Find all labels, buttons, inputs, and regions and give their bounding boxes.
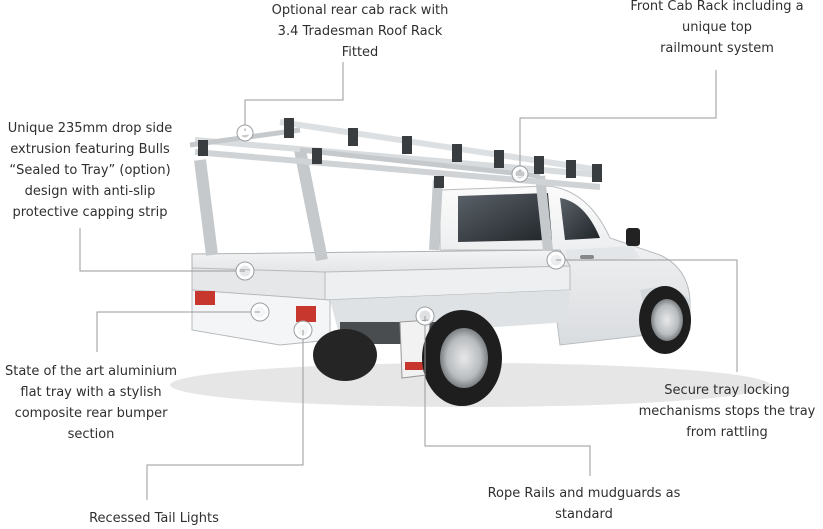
front-wheel	[639, 286, 691, 354]
callout-line: railmount system	[660, 41, 774, 56]
callout-drop-side: Unique 235mm drop side extrusion featuri…	[0, 118, 180, 223]
callout-line: 3.4 Tradesman Roof Rack	[277, 24, 443, 39]
marker-front-cab-rack	[512, 166, 528, 182]
callout-line: State of the art aluminium	[4, 364, 178, 379]
leader-lines	[79, 62, 738, 500]
callout-optional-rack: Optional rear cab rack with 3.4 Tradesma…	[252, 0, 468, 63]
callout-line: Unique 235mm drop side	[7, 121, 173, 136]
callout-front-cab-rack: Front Cab Rack including a unique top ra…	[612, 0, 822, 59]
callout-line: extrusion featuring Bulls	[10, 142, 170, 157]
callout-aluminium-tray: State of the art aluminium flat tray wit…	[0, 361, 182, 445]
marker-drop-side	[236, 262, 254, 280]
callout-line: Optional rear cab rack with	[271, 3, 449, 18]
callout-rope-rails: Rope Rails and mudguards as standard	[470, 483, 698, 525]
marker-optional-rack	[237, 125, 253, 141]
marker-aluminium-tray	[251, 303, 269, 321]
leader-rope-rails	[424, 316, 591, 476]
marker-rope-rails	[416, 307, 434, 325]
callout-line: design with anti-slip	[24, 184, 156, 199]
marker-tail-lights	[294, 321, 312, 339]
roof-rack	[189, 119, 601, 262]
callout-line: Front Cab Rack including a	[630, 0, 804, 14]
leader-optional-rack	[244, 62, 344, 131]
leader-tray-locking	[556, 259, 738, 372]
callout-line: Secure tray locking	[664, 383, 790, 398]
callout-line: composite rear bumper	[14, 406, 168, 421]
callout-tail-lights: Recessed Tail Lights	[70, 508, 238, 529]
leader-front-cab-rack	[519, 70, 717, 172]
callout-line: Rope Rails and mudguards as	[487, 486, 681, 501]
callout-line: Fitted	[341, 45, 379, 60]
leader-drop-side	[79, 228, 245, 272]
callout-tray-locking: Secure tray locking mechanisms stops the…	[632, 380, 822, 443]
rear-wheel	[422, 310, 502, 406]
leader-tail-lights	[146, 330, 304, 500]
callout-line: standard	[555, 507, 613, 522]
callout-line: “Sealed to Tray” (option)	[9, 163, 171, 178]
inner-rear-wheel	[313, 329, 377, 381]
marker-tray-locking	[547, 251, 565, 269]
rack-brackets	[198, 118, 602, 188]
callout-line: from rattling	[686, 425, 768, 440]
leader-aluminium-tray	[96, 311, 260, 352]
callout-line: flat tray with a stylish	[20, 385, 162, 400]
callout-line: mechanisms stops the tray	[638, 404, 816, 419]
callout-markers	[236, 125, 565, 339]
callout-line: section	[67, 427, 115, 442]
callout-line: unique top	[681, 20, 752, 35]
callout-line: protective capping strip	[12, 205, 168, 220]
callout-line: Recessed Tail Lights	[89, 511, 219, 526]
